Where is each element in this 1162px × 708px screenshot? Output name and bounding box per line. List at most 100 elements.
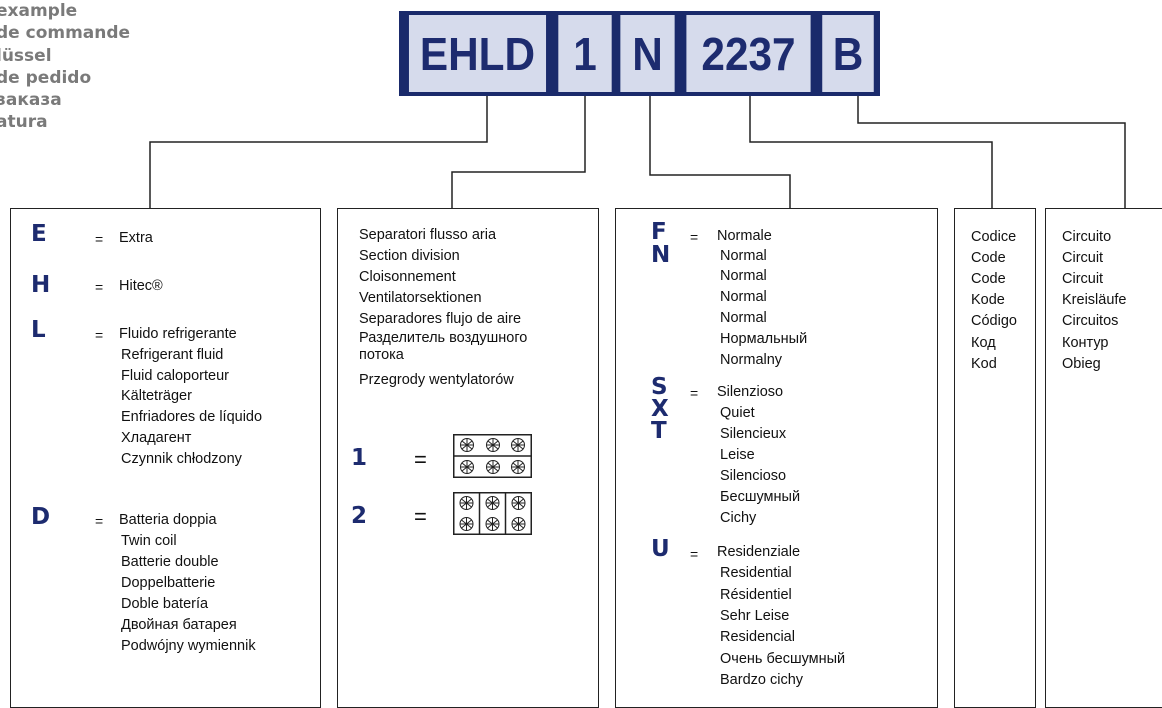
division-option-number: 2 [351, 503, 368, 529]
noise-text: Очень бесшумный [720, 651, 846, 667]
division-text: потока [359, 347, 404, 363]
noise-text: Leise [720, 447, 755, 463]
circuit-box: Circuito Circuit Circuit Kreisläufe Circ… [1045, 208, 1162, 708]
series-text: Twin coil [121, 533, 177, 549]
noise-letter: U [651, 536, 670, 562]
connector-circuit [857, 96, 1126, 208]
circuit-text: Circuitos [1062, 313, 1119, 329]
noise-letter: X [651, 396, 669, 422]
noise-text: Normal [720, 310, 767, 326]
code-text: Codice [971, 229, 1017, 245]
noise-letter: S [651, 374, 668, 400]
heading-line: de commande [0, 23, 131, 44]
noise-text: Cichy [720, 510, 757, 526]
code-segment-code: 2237 [686, 15, 811, 92]
series-text: Czynnik chłodzony [121, 451, 242, 467]
series-text: Hitec® [119, 278, 163, 294]
division-text: Ventilatorsektionen [359, 290, 482, 306]
division-text: Cloisonnement [359, 269, 456, 285]
series-text: Двойная батарея [121, 617, 237, 633]
series-text: Batterie double [121, 554, 219, 570]
connector-series [149, 96, 488, 208]
noise-text: Residenziale [717, 544, 801, 560]
equals-sign: = [95, 231, 104, 247]
circuit-text: Circuit [1062, 250, 1104, 266]
heading-line: заказа [0, 90, 62, 111]
fan-layout-one-row-icon [453, 434, 532, 478]
code-text: Code [971, 250, 1006, 266]
equals-sign: = [95, 513, 104, 529]
heading-line: atura [0, 112, 48, 133]
noise-text: Normalny [720, 352, 783, 368]
code-text: Код [971, 335, 996, 351]
series-text: Kälteträger [121, 388, 192, 404]
noise-letter: N [651, 242, 671, 268]
division-text: Separadores flujo de aire [359, 311, 522, 327]
connector-division [451, 96, 586, 208]
noise-text: Silencioso [720, 468, 787, 484]
equals-sign: = [690, 229, 699, 245]
equals-sign: = [690, 385, 699, 401]
equals-sign: = [95, 327, 104, 343]
division-text: Separatori flusso aria [359, 227, 497, 243]
equals-sign: = [414, 447, 427, 472]
division-text: Section division [359, 248, 460, 264]
noise-text: Quiet [720, 405, 755, 421]
circuit-text: Obieg [1062, 356, 1101, 372]
equals-sign: = [414, 504, 427, 529]
code-text: Kod [971, 356, 997, 372]
noise-text: Бесшумный [720, 489, 801, 505]
noise-text: Sehr Leise [720, 608, 790, 624]
series-text: Fluid caloporteur [121, 368, 229, 384]
noise-text: Silenzioso [717, 384, 784, 400]
noise-text: Silencieux [720, 426, 787, 442]
series-text: Podwójny wymiennik [121, 638, 256, 654]
series-text: Extra [119, 230, 153, 246]
code-segment-circuit: B [822, 15, 874, 92]
division-option-number: 1 [351, 445, 368, 471]
circuit-text: Kreisläufe [1062, 292, 1127, 308]
code-text: Code [971, 271, 1006, 287]
heading-line: example [0, 1, 78, 21]
series-text: Enfriadores de líquido [121, 409, 263, 425]
code-box: Codice Code Code Kode Código Код Kod [954, 208, 1036, 708]
section-division-box: Separatori flusso aria Section division … [337, 208, 599, 708]
code-segment-noise: N [620, 15, 675, 92]
connector-code [749, 96, 993, 208]
series-text: Doble batería [121, 596, 209, 612]
fan-layout-three-sections-icon [453, 492, 532, 535]
heading-line: lüssel [0, 45, 52, 66]
noise-text: Normal [720, 289, 767, 305]
series-text: Doppelbatterie [121, 575, 216, 591]
noise-text: Residential [720, 565, 792, 581]
series-letter: E [31, 221, 47, 247]
series-text: Batteria doppia [119, 512, 217, 528]
noise-text: Residencial [720, 629, 795, 645]
series-text: Refrigerant fluid [121, 347, 224, 363]
noise-letter: F [651, 219, 667, 245]
circuit-text: Контур [1062, 335, 1109, 351]
noise-text: Normal [720, 248, 767, 264]
ordering-code-strip: EHLD 1 N 2237 B [399, 11, 880, 96]
equals-sign: = [95, 279, 104, 295]
division-text: Przegrody wentylatorów [359, 372, 514, 388]
division-text: Разделитель воздушного [359, 330, 528, 346]
noise-text: Normal [720, 268, 767, 284]
noise-text: Bardzo cichy [720, 672, 804, 688]
series-text: Хладагент [121, 430, 192, 446]
code-segment-division: 1 [558, 15, 612, 92]
series-letter: H [31, 272, 51, 298]
series-box: E = Extra H = Hitec® L = Fluido refriger… [10, 208, 321, 708]
noise-text: Résidentiel [720, 587, 792, 603]
series-letter: L [31, 317, 46, 343]
code-text: Kode [971, 292, 1005, 308]
equals-sign: = [690, 546, 699, 562]
noise-text: Normale [717, 228, 772, 244]
noise-version-box: F N = Normale Normal Normal Normal Norma… [615, 208, 938, 708]
noise-letter: T [651, 418, 667, 444]
ordering-code-heading: example de commande lüssel de pedido зак… [0, 0, 130, 134]
noise-text: Нормальный [720, 331, 808, 347]
code-segment-series: EHLD [408, 15, 547, 92]
series-text: Fluido refrigerante [119, 326, 237, 342]
